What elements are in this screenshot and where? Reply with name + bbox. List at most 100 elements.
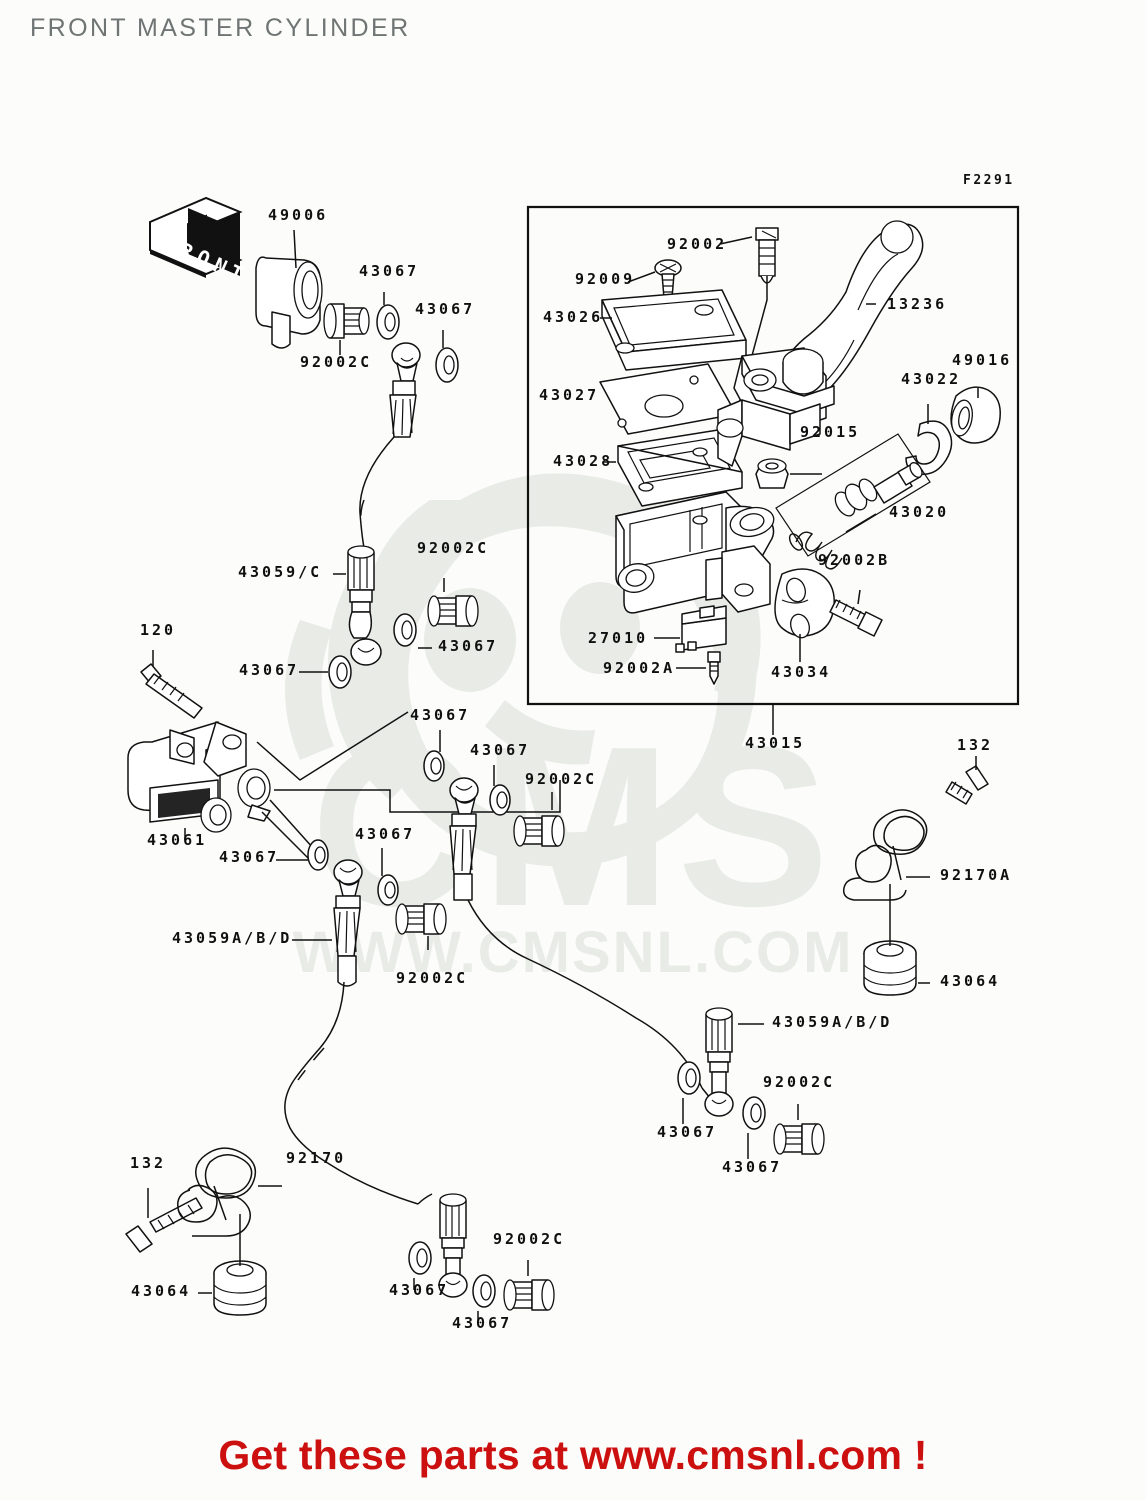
label-43064-left: 43064 <box>131 1282 192 1300</box>
label-43067-l: 43067 <box>389 1281 450 1299</box>
part-132-right <box>946 756 988 804</box>
footer-cta: Get these parts at www.cmsnl.com ! <box>218 1432 928 1478</box>
label-92002c-bottom: 92002C <box>493 1230 566 1248</box>
hose-fitting-upper <box>390 343 420 437</box>
label-92002c-lowleft: 92002C <box>396 969 469 987</box>
label-43067-e: 43067 <box>219 848 280 866</box>
label-43067-b: 43067 <box>415 300 476 318</box>
label-49006: 49006 <box>268 206 329 224</box>
label-43067-d: 43067 <box>239 661 300 679</box>
label-92002: 92002 <box>667 235 728 253</box>
part-92002a <box>676 652 720 684</box>
label-43067-g: 43067 <box>470 741 531 759</box>
label-43059abd-left: 43059A/B/D <box>172 929 293 947</box>
part-132-left <box>126 1188 202 1252</box>
label-92009: 92009 <box>575 270 636 288</box>
part-49016 <box>949 387 1000 443</box>
part-92170 <box>178 1148 282 1236</box>
part-43067-m <box>473 1275 495 1322</box>
label-92015: 92015 <box>800 423 861 441</box>
label-92002c-top: 92002C <box>300 353 373 371</box>
part-43067-j <box>678 1062 700 1124</box>
part-92002b <box>830 590 882 636</box>
label-13236: 13236 <box>887 295 948 313</box>
part-92009 <box>628 260 681 298</box>
label-92002c-lowright: 92002C <box>763 1073 836 1091</box>
label-92170: 92170 <box>286 1149 347 1167</box>
label-43027: 43027 <box>539 386 600 404</box>
label-43067-m: 43067 <box>452 1314 513 1332</box>
part-43067-e <box>276 840 328 870</box>
part-43020 <box>776 434 930 569</box>
part-49006 <box>256 230 322 348</box>
label-43022: 43022 <box>901 370 962 388</box>
label-92002a: 92002A <box>603 659 676 677</box>
part-92002c-lowleft <box>396 904 446 950</box>
part-43022 <box>906 404 952 474</box>
label-43067-k: 43067 <box>722 1158 783 1176</box>
label-132-left: 132 <box>130 1154 167 1172</box>
part-120 <box>141 650 202 718</box>
label-43067-f: 43067 <box>410 706 471 724</box>
label-43064-right: 43064 <box>940 972 1001 990</box>
part-43067-a <box>377 292 399 339</box>
label-43026: 43026 <box>543 308 604 326</box>
label-132-right: 132 <box>957 736 994 754</box>
part-43015-body <box>615 492 776 613</box>
part-92015 <box>756 459 822 488</box>
part-43067-g <box>490 765 510 815</box>
label-43067-c: 43067 <box>438 637 499 655</box>
part-43064-right <box>864 884 930 995</box>
label-92002b: 92002B <box>818 551 891 569</box>
lever-holder-bracket <box>717 348 834 466</box>
part-43067-c <box>394 614 432 648</box>
diagram-reference-code: F2291 <box>963 173 1015 188</box>
part-43027 <box>600 364 736 434</box>
label-92170a: 92170A <box>940 866 1013 884</box>
label-43061: 43061 <box>147 831 208 849</box>
label-92002c-right: 92002C <box>525 770 598 788</box>
part-92002c-mid <box>428 578 478 626</box>
part-43067-f <box>424 730 444 781</box>
part-92002c-lowright <box>774 1104 824 1154</box>
watermark-url: WWW.CMSNL.COM <box>293 920 854 985</box>
label-43067-a: 43067 <box>359 262 420 280</box>
part-43059abd-right <box>705 1008 764 1116</box>
part-43067-d <box>299 656 351 688</box>
label-43067-h: 43067 <box>355 825 416 843</box>
hose-route-right <box>468 900 702 1088</box>
part-92002c-bottom <box>504 1260 554 1310</box>
hose-route-center <box>418 1194 432 1204</box>
part-43067-h <box>378 848 398 905</box>
label-92002c-mid: 92002C <box>417 539 490 557</box>
label-43034: 43034 <box>771 663 832 681</box>
part-43026 <box>600 290 746 370</box>
hose-end-bottom <box>439 1194 467 1297</box>
label-43059c: 43059/C <box>238 563 323 581</box>
part-92002c-top <box>324 304 369 355</box>
hose-fitting-mid <box>450 778 478 900</box>
label-49016: 49016 <box>952 351 1013 369</box>
page-title: FRONT MASTER CYLINDER <box>30 14 411 42</box>
label-43015: 43015 <box>745 734 806 752</box>
part-43028 <box>604 430 742 506</box>
part-43059c <box>333 546 381 665</box>
part-92002c-right <box>514 792 564 846</box>
label-43059abd-right: 43059A/B/D <box>772 1013 893 1031</box>
label-43067-j: 43067 <box>657 1123 718 1141</box>
part-43034 <box>775 569 834 662</box>
part-43059abd-left <box>292 860 362 986</box>
label-27010: 27010 <box>588 629 649 647</box>
hose-route-left <box>294 982 344 1080</box>
part-43061 <box>128 722 270 840</box>
part-92170a <box>844 810 930 900</box>
label-120: 120 <box>140 621 177 639</box>
front-arrow-icon: F R O N T <box>150 198 247 286</box>
part-43067-b <box>436 330 458 382</box>
part-43067-l <box>409 1242 431 1290</box>
label-43020: 43020 <box>889 503 950 521</box>
part-27010 <box>654 606 726 652</box>
hose-upper-curve <box>360 437 394 553</box>
